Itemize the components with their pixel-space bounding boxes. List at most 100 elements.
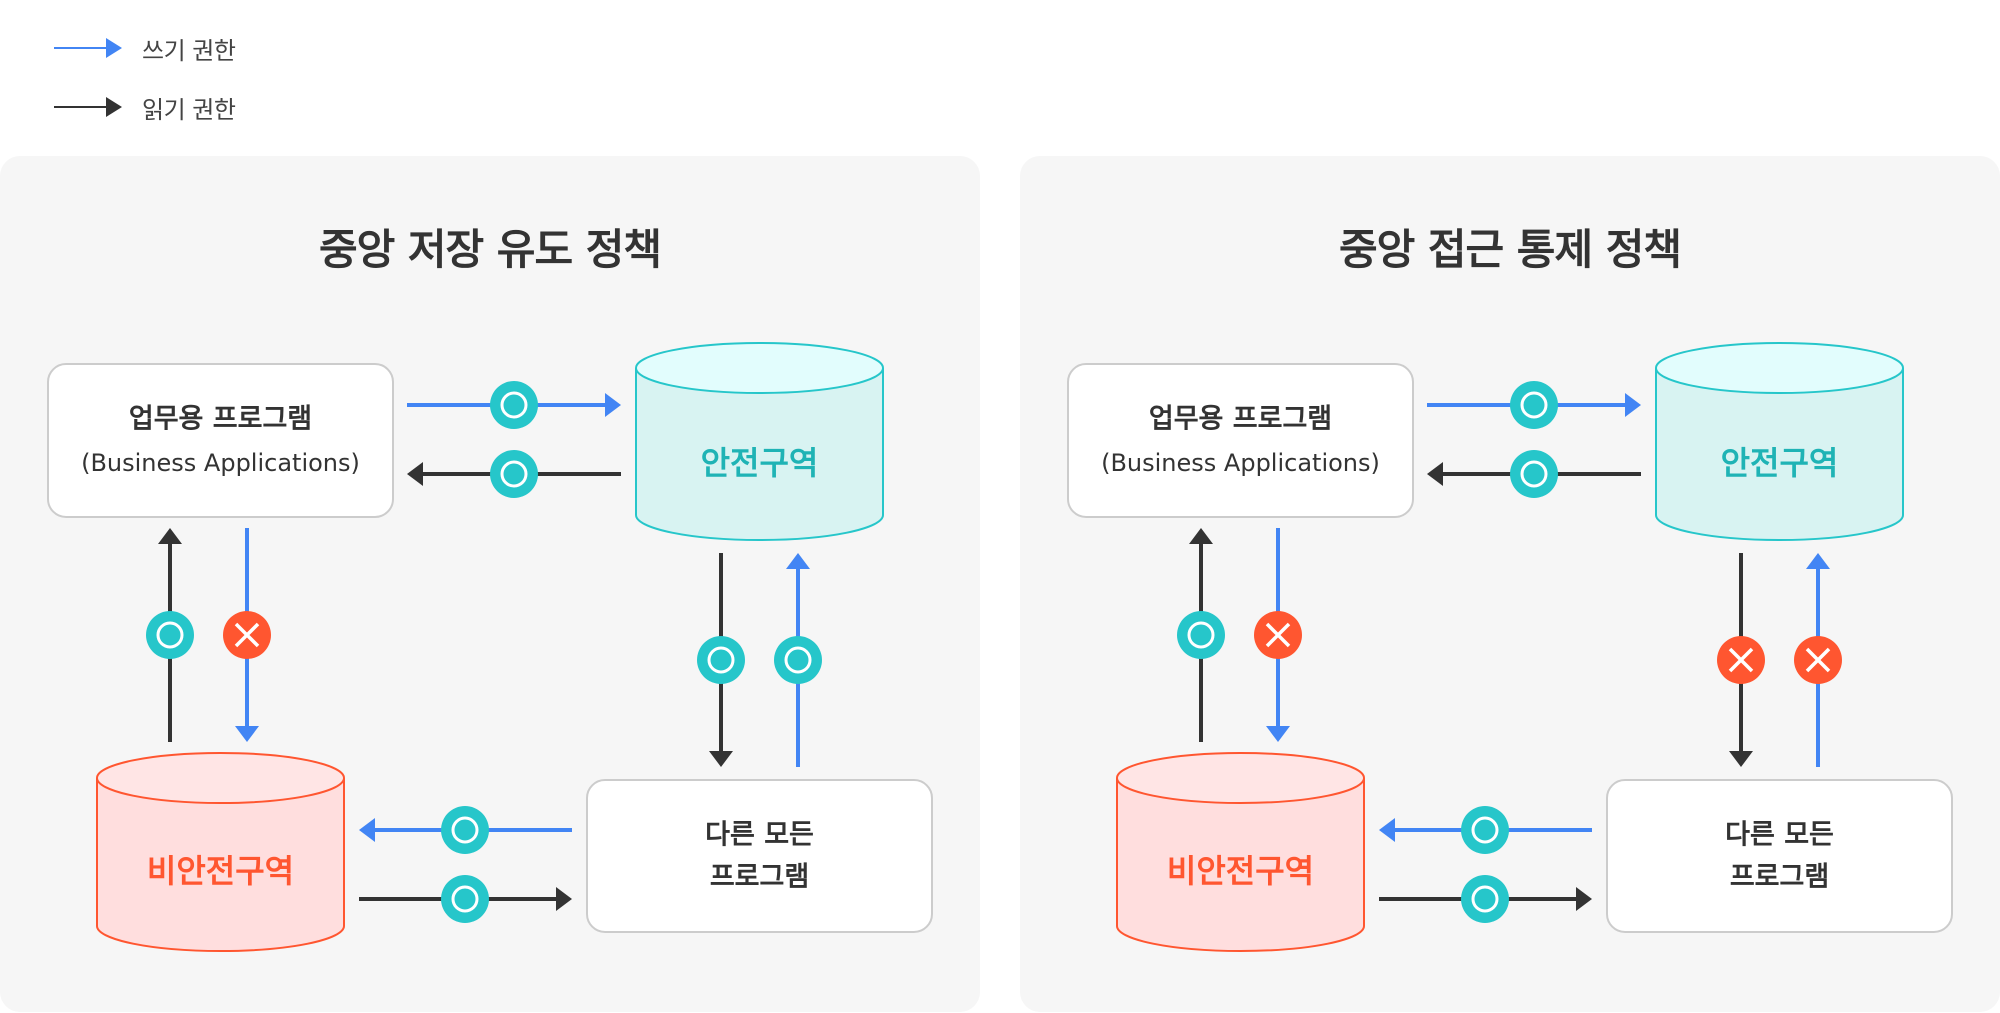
allowed-badge bbox=[490, 450, 538, 498]
flow-other-programs-to-safe-zone bbox=[1794, 553, 1842, 767]
circle-o-icon bbox=[1471, 816, 1499, 844]
arrow-head bbox=[235, 726, 259, 742]
allowed-badge bbox=[441, 806, 489, 854]
cylinder-body bbox=[1116, 778, 1365, 952]
arrow-head bbox=[556, 887, 572, 911]
other-programs-line1: 다른 모든 bbox=[1725, 820, 1834, 851]
flow-unsafe-zone-to-business bbox=[1177, 528, 1225, 742]
x-icon bbox=[1805, 647, 1831, 673]
cylinder-top bbox=[635, 342, 884, 394]
other-programs-line2: 프로그램 bbox=[1730, 862, 1829, 893]
allowed-badge bbox=[1177, 611, 1225, 659]
allowed-badge bbox=[774, 636, 822, 684]
allowed-icon bbox=[1510, 450, 1558, 498]
policy-diagram: 업무용 프로그램 (Business Applications) 안전구역비안전구역… bbox=[1067, 342, 1953, 952]
allowed-badge bbox=[441, 875, 489, 923]
flow-other-programs-to-unsafe-zone bbox=[1379, 806, 1592, 854]
arrow-head bbox=[407, 462, 423, 486]
cylinder-top bbox=[1655, 342, 1904, 394]
allowed-badge bbox=[490, 381, 538, 429]
business-title: 업무용 프로그램 bbox=[129, 404, 312, 435]
flow-safe-zone-to-other-programs bbox=[1717, 553, 1765, 767]
black-arrow-icon bbox=[54, 97, 122, 117]
circle-o-icon bbox=[1471, 885, 1499, 913]
circle-o-icon bbox=[1187, 621, 1215, 649]
circle-o-icon bbox=[1520, 391, 1548, 419]
flow-unsafe-zone-to-other-programs bbox=[359, 875, 572, 923]
flow-business-to-unsafe-zone bbox=[1254, 528, 1302, 742]
unsafe-zone-label: 비안전구역 bbox=[1167, 852, 1314, 890]
denied-icon bbox=[1254, 611, 1302, 659]
allowed-icon bbox=[1461, 875, 1509, 923]
arrow-head bbox=[1625, 393, 1641, 417]
flow-safe-zone-to-other-programs bbox=[697, 553, 745, 767]
safe-zone-label: 안전구역 bbox=[701, 444, 819, 482]
arrow-head bbox=[1806, 553, 1830, 569]
legend-label-read: 읽기 권한 bbox=[142, 95, 236, 124]
allowed-icon bbox=[441, 875, 489, 923]
cylinder-top bbox=[96, 752, 345, 804]
legend: 쓰기 권한 읽기 권한 bbox=[54, 28, 236, 146]
allowed-icon bbox=[1177, 611, 1225, 659]
arrow-head bbox=[786, 553, 810, 569]
allowed-badge bbox=[1510, 450, 1558, 498]
flow-business-to-unsafe-zone bbox=[223, 528, 271, 742]
circle-o-icon bbox=[500, 460, 528, 488]
cylinder-top bbox=[1116, 752, 1365, 804]
panel-title: 중앙 접근 통제 정책 bbox=[1339, 225, 1682, 274]
arrow-head bbox=[1729, 751, 1753, 767]
cylinder-body bbox=[635, 368, 884, 541]
safe-zone-cylinder: 안전구역 bbox=[1655, 342, 1904, 541]
arrow-head bbox=[1189, 528, 1213, 544]
arrow-head bbox=[1266, 726, 1290, 742]
panel-central-storage-policy: 중앙 저장 유도 정책 업무용 프로그램(Business Applicatio… bbox=[0, 156, 980, 1012]
box-frame bbox=[586, 779, 933, 933]
flow-other-programs-to-unsafe-zone bbox=[359, 806, 572, 854]
panel-title: 중앙 저장 유도 정책 bbox=[319, 225, 662, 274]
allowed-icon bbox=[490, 450, 538, 498]
business-subtitle: (Business Applications) bbox=[1101, 449, 1380, 477]
business-applications-box: 업무용 프로그램(Business Applications) bbox=[47, 363, 394, 518]
allowed-badge bbox=[1461, 806, 1509, 854]
flow-unsafe-zone-to-other-programs bbox=[1379, 875, 1592, 923]
unsafe-zone-label: 비안전구역 bbox=[147, 852, 294, 890]
arrow-head bbox=[359, 818, 375, 842]
allowed-icon bbox=[774, 636, 822, 684]
x-icon bbox=[234, 622, 260, 648]
safe-zone-label: 안전구역 bbox=[1721, 444, 1839, 482]
circle-o-icon bbox=[784, 646, 812, 674]
circle-o-icon bbox=[1520, 460, 1548, 488]
denied-icon bbox=[1717, 636, 1765, 684]
legend-item-read: 읽기 권한 bbox=[54, 87, 236, 127]
box-frame bbox=[47, 363, 394, 518]
allowed-icon bbox=[697, 636, 745, 684]
flow-other-programs-to-safe-zone bbox=[774, 553, 822, 767]
cylinder-body bbox=[96, 778, 345, 952]
circle-o-icon bbox=[500, 391, 528, 419]
denied-icon bbox=[1794, 636, 1842, 684]
circle-o-icon bbox=[707, 646, 735, 674]
allowed-badge bbox=[697, 636, 745, 684]
circle-o-icon bbox=[156, 621, 184, 649]
unsafe-zone-cylinder: 비안전구역 bbox=[96, 752, 345, 952]
flow-business-to-safe-zone bbox=[1427, 381, 1641, 429]
allowed-icon bbox=[441, 806, 489, 854]
allowed-icon bbox=[1510, 381, 1558, 429]
legend-label-write: 쓰기 권한 bbox=[142, 36, 236, 65]
legend-item-write: 쓰기 권한 bbox=[54, 28, 236, 68]
panel-central-access-control-policy: 중앙 접근 통제 정책 업무용 프로그램 (Business Applicatio… bbox=[1020, 156, 2000, 1012]
flow-unsafe-zone-to-business bbox=[146, 528, 194, 742]
flow-safe-zone-to-business bbox=[407, 450, 621, 498]
circle-o-icon bbox=[451, 885, 479, 913]
box-frame bbox=[1606, 779, 1953, 933]
allowed-icon bbox=[1461, 806, 1509, 854]
x-icon bbox=[1728, 647, 1754, 673]
allowed-icon bbox=[490, 381, 538, 429]
business-applications-box: 업무용 프로그램 (Business Applications) bbox=[1067, 363, 1414, 518]
x-icon bbox=[1265, 622, 1291, 648]
business-title: 업무용 프로그램 bbox=[1149, 404, 1332, 435]
box-frame bbox=[1067, 363, 1414, 518]
other-programs-line1: 다른 모든 bbox=[705, 820, 814, 851]
flow-safe-zone-to-business bbox=[1427, 450, 1641, 498]
